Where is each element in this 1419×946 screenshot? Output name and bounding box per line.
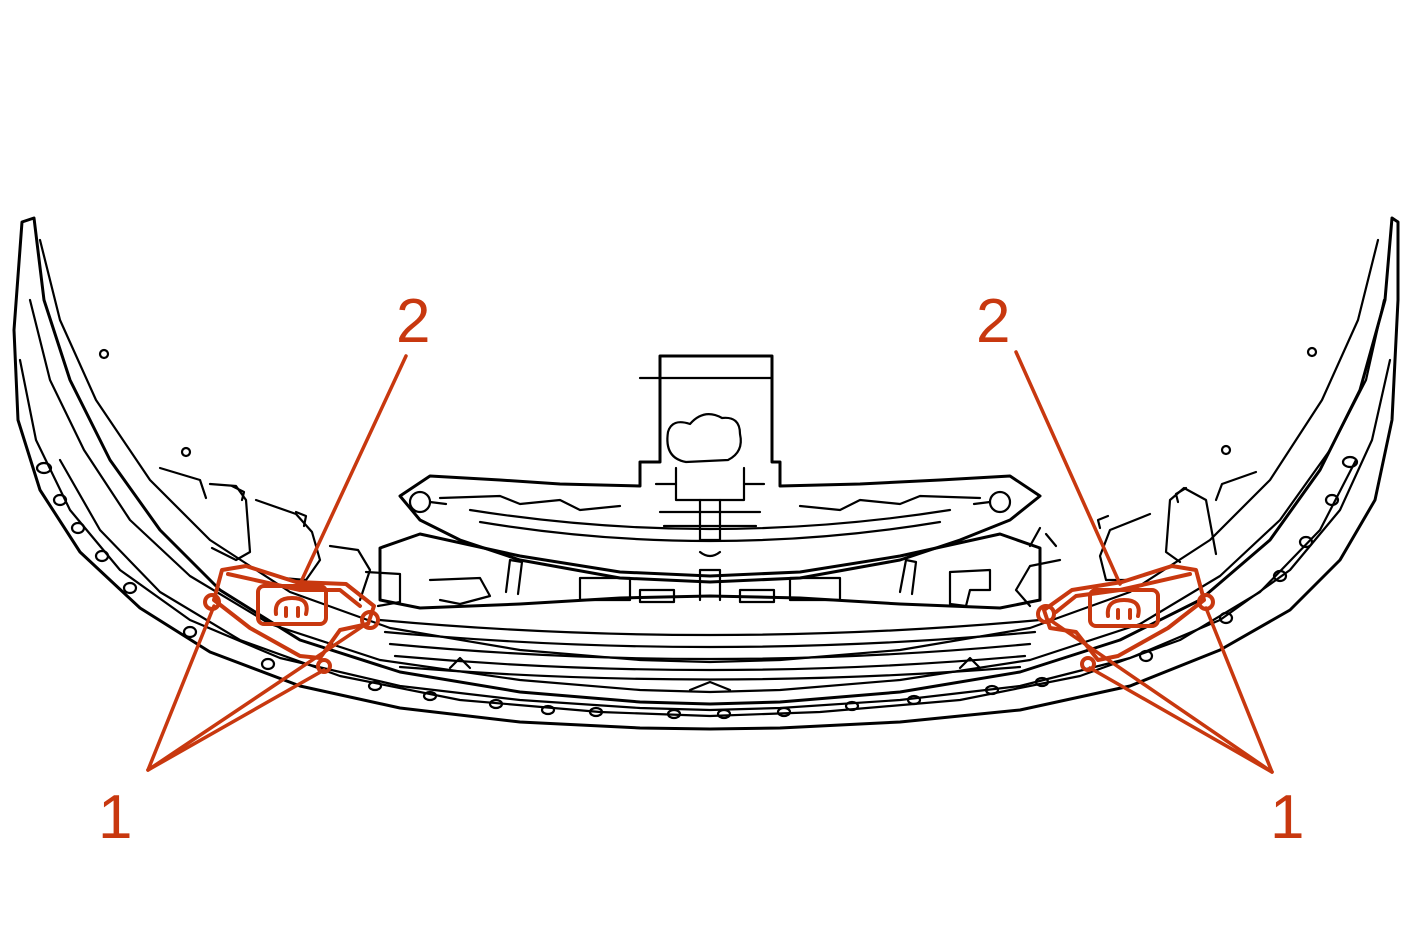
impact-bar — [398, 354, 1042, 584]
callout-labels: 1 2 2 1 — [98, 287, 1304, 852]
leader-1-left-a — [146, 604, 216, 772]
right-bumper-bracket — [1042, 564, 1206, 662]
callout-label-1-left: 1 — [98, 783, 132, 852]
lower-panel — [378, 532, 1042, 610]
leader-1-left-b — [146, 622, 368, 772]
leader-1-right-c — [1088, 666, 1274, 774]
leader-2-left — [298, 354, 408, 586]
callout-label-1-right: 1 — [1270, 783, 1304, 852]
bumper-fascia — [12, 216, 1400, 731]
grille-slats — [378, 618, 1042, 692]
right-side-structure — [1014, 470, 1258, 608]
leader-lines — [146, 350, 1274, 774]
leader-1-right-a — [1204, 606, 1274, 774]
mounting-holes — [35, 346, 1359, 720]
left-bumper-bracket — [212, 564, 376, 660]
callout-label-2-left: 2 — [396, 287, 430, 356]
leader-2-right — [1014, 350, 1122, 586]
leader-1-left-c — [146, 668, 326, 772]
callout-label-2-right: 2 — [976, 287, 1010, 356]
leader-1-right-b — [1048, 618, 1274, 774]
